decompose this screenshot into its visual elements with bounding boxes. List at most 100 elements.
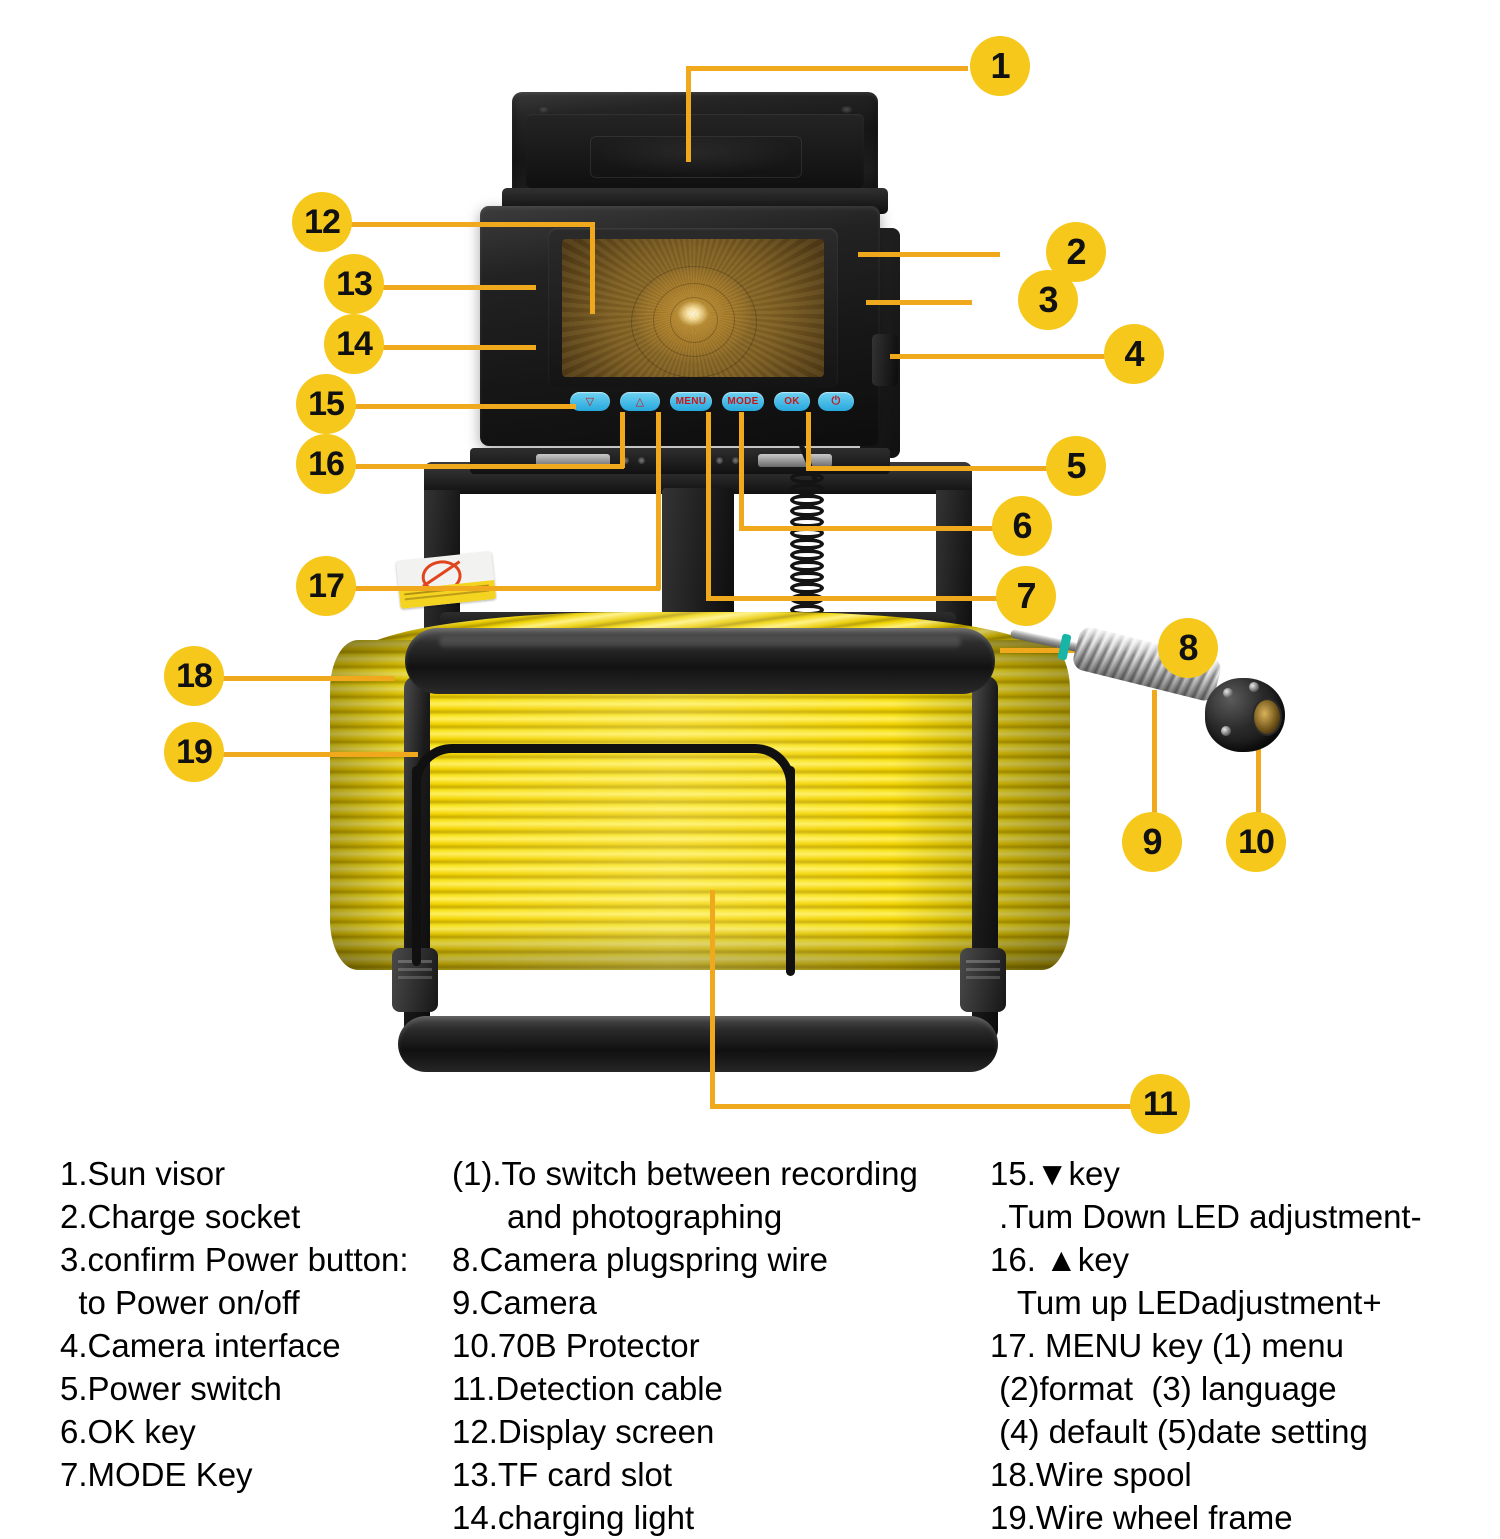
charging-light-1 (622, 457, 629, 464)
legend-line: .Tum Down LED adjustment- (990, 1198, 1422, 1235)
legend-line: 12.Display screen (452, 1413, 715, 1450)
legend-line: 8.Camera plugspring wire (452, 1241, 829, 1278)
visor-screw-right (841, 106, 852, 113)
legend-column-2: (1).To switch between recording and phot… (452, 1152, 982, 1539)
leader-line-5a (806, 412, 811, 470)
legend-line: and photographing (452, 1198, 783, 1235)
charging-light-4 (732, 457, 739, 464)
legend-line: 11.Detection cable (452, 1370, 723, 1407)
legend-line: 19.Wire wheel frame (990, 1499, 1293, 1536)
charging-light-2 (638, 457, 645, 464)
callout-badge-16[interactable]: 16 (296, 434, 356, 494)
leader-line-1a (686, 66, 968, 71)
legend-line: to Power on/off (60, 1284, 300, 1321)
leader-line-12b (590, 222, 595, 314)
camera-lens-icon (1252, 698, 1282, 736)
display-screen (562, 239, 824, 377)
menu-key-button[interactable]: MENU (670, 392, 712, 411)
charging-light-3 (716, 457, 723, 464)
keypad-row: ▽ △ MENU MODE OK ⏻ (548, 392, 854, 418)
leader-line-11b (710, 1104, 1134, 1109)
wire-wheel-frame-top-bar (405, 628, 995, 694)
leader-line-17a (352, 586, 660, 591)
leader-line-6b (739, 526, 995, 531)
warning-sticker (395, 551, 497, 609)
legend-line: 15.▼key (990, 1155, 1120, 1192)
callout-badge-4[interactable]: 4 (1104, 324, 1164, 384)
callout-badge-9[interactable]: 9 (1122, 812, 1182, 872)
down-key-button[interactable]: ▽ (570, 392, 610, 411)
callout-badge-14[interactable]: 14 (324, 314, 384, 374)
tf-card-slot-right[interactable] (758, 454, 832, 467)
leader-line-19 (218, 752, 418, 757)
pipe-ring-3 (670, 297, 718, 343)
legend-line: 13.TF card slot (452, 1456, 673, 1493)
tf-card-slot-left[interactable] (536, 454, 610, 467)
pipe-ring-2 (653, 283, 735, 357)
leader-line-16b (620, 412, 625, 468)
visor-screw-left (538, 106, 549, 113)
legend-line: 5.Power switch (60, 1370, 282, 1407)
cable-retaining-clip-right (786, 766, 795, 976)
legend-line: 3.confirm Power button: (60, 1241, 409, 1278)
ok-key-button[interactable]: OK (774, 392, 810, 411)
camera-interface-socket[interactable] (872, 334, 898, 386)
callout-badge-6[interactable]: 6 (992, 496, 1052, 556)
legend-line: 7.MODE Key (60, 1456, 253, 1493)
leader-line-17b (656, 412, 661, 590)
legend: 1.Sun visor 2.Charge socket 3.confirm Po… (0, 1152, 1500, 1536)
leader-line-16a (352, 464, 624, 469)
callout-badge-5[interactable]: 5 (1046, 436, 1106, 496)
callout-badge-3[interactable]: 3 (1018, 270, 1078, 330)
callout-badge-19[interactable]: 19 (164, 722, 224, 782)
callout-badge-11[interactable]: 11 (1130, 1074, 1190, 1134)
leader-line-18 (218, 676, 394, 681)
legend-line: 9.Camera (452, 1284, 597, 1321)
callout-badge-8[interactable]: 8 (1158, 618, 1218, 678)
up-key-button[interactable]: △ (620, 392, 660, 411)
leader-line-12a (348, 222, 594, 227)
callout-badge-15[interactable]: 15 (296, 374, 356, 434)
legend-line: 17. MENU key (1) menu (990, 1327, 1344, 1364)
pipe-ring-1 (631, 266, 757, 377)
leader-line-6a (739, 412, 744, 530)
leader-line-3 (866, 300, 972, 305)
leader-line-1b (686, 66, 691, 162)
leader-line-7a (706, 412, 711, 600)
leader-line-13 (380, 285, 536, 290)
legend-line: (1).To switch between recording (452, 1155, 918, 1192)
screen-bezel (548, 228, 838, 388)
cable-retaining-clip-left (412, 766, 421, 966)
callout-badge-7[interactable]: 7 (996, 566, 1056, 626)
camera-led-2 (1221, 726, 1231, 736)
legend-line: (4) default (5)date setting (990, 1413, 1368, 1450)
callout-badge-1[interactable]: 1 (970, 36, 1030, 96)
legend-line: 16. ▲key (990, 1241, 1130, 1278)
legend-line: (2)format (3) language (990, 1370, 1337, 1407)
leader-line-9 (1152, 690, 1157, 814)
leader-line-5b (806, 466, 1050, 471)
leader-line-14 (380, 345, 536, 350)
sun-visor (512, 92, 878, 202)
leader-line-10 (1256, 730, 1261, 814)
legend-column-3: 15.▼key .Tum Down LED adjustment- 16. ▲k… (990, 1152, 1480, 1539)
legend-column-1: 1.Sun visor 2.Charge socket 3.confirm Po… (60, 1152, 460, 1496)
legend-line: 4.Camera interface (60, 1327, 341, 1364)
callout-badge-10[interactable]: 10 (1226, 812, 1286, 872)
camera-led-3 (1249, 682, 1259, 692)
callout-badge-12[interactable]: 12 (292, 192, 352, 252)
power-key-button[interactable]: ⏻ (818, 392, 854, 411)
leader-line-15 (352, 404, 576, 409)
wire-wheel-frame-bottom-bar (398, 1016, 998, 1072)
sun-visor-emboss (590, 136, 802, 178)
legend-line: 14.charging light (452, 1499, 695, 1536)
legend-line: 1.Sun visor (60, 1155, 226, 1192)
callout-badge-17[interactable]: 17 (296, 556, 356, 616)
leader-line-4 (890, 354, 1108, 359)
leader-line-11a (710, 890, 715, 1108)
callout-badge-18[interactable]: 18 (164, 646, 224, 706)
legend-line: 6.OK key (60, 1413, 196, 1450)
camera-head-protector (1205, 678, 1285, 752)
callout-badge-13[interactable]: 13 (324, 254, 384, 314)
mode-key-button[interactable]: MODE (722, 392, 764, 411)
